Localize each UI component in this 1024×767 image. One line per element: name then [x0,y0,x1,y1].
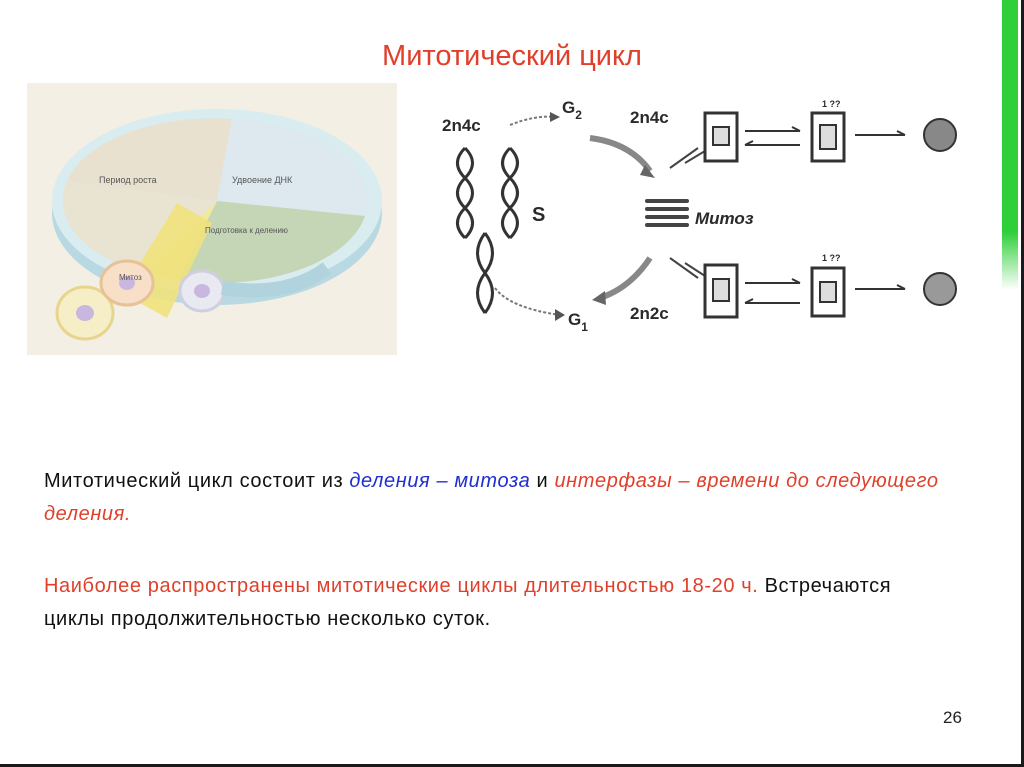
label-mitosis: Митоз [695,209,754,228]
label-2n4c-top-mid: 2n4c [630,108,669,127]
mitosis-chromosomes-icon [645,199,689,227]
mitotic-cycle-scheme: 2n4c G2 2n4c S G1 2n2c [440,93,975,355]
paragraph-duration: Наиболее распространены митотические цик… [44,570,944,636]
nucleus-icon-bottom [924,273,956,305]
segment-label-mitosis: Митоз [119,273,142,282]
arrow-to-g2 [510,117,555,125]
text-and: и [530,470,554,492]
label-g1: G1 [568,310,588,334]
arrow-to-g1 [495,288,560,315]
segment-label-dna-replication: Удвоение ДНК [232,175,293,185]
label-2n2c-bottom-mid: 2n2c [630,304,669,323]
label-s-phase: S [532,204,545,226]
nucleus-icon-top [924,119,956,151]
svg-text:1 ??: 1 ?? [822,253,841,263]
segment-label-prep-division: Подготовка к делению [205,226,288,235]
text-division: деления – [349,470,454,492]
text-definition-start: Митотический цикл состоит из [44,470,349,492]
label-2n4c-top-left: 2n4c [442,116,481,135]
text-common-duration: Наиболее распространены митотические цик… [44,575,758,597]
label-g2: G2 [562,98,582,122]
page-title: Митотический цикл [0,40,1024,73]
paragraph-definition: Митотический цикл состоит из деления – м… [44,465,944,531]
segment-label-growth: Период роста [99,175,157,185]
text-mitosis: митоза [454,470,530,492]
svg-text:1 ??: 1 ?? [822,99,841,109]
page-number: 26 [943,708,962,728]
cell-cycle-pie-illustration: Период роста Удвоение ДНК Подготовка к д… [27,83,397,355]
dna-helix [458,148,518,313]
